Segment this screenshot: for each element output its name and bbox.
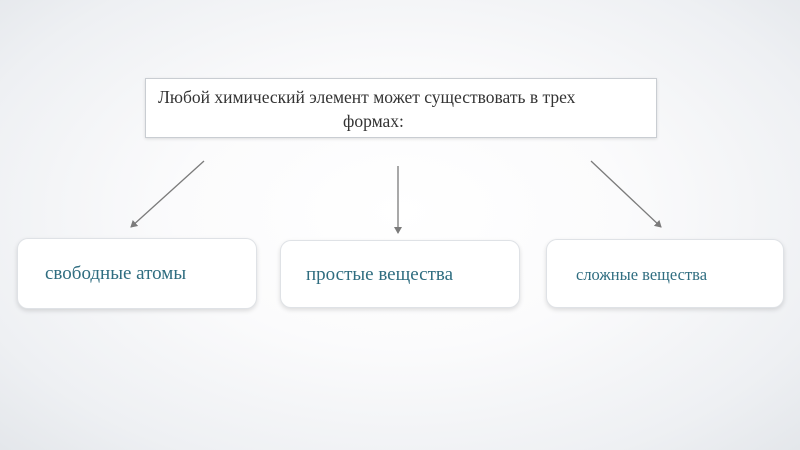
card-label-free-atoms: свободные атомы	[45, 263, 187, 284]
arrow-to-free-atoms	[130, 160, 205, 228]
title-box: Любой химический элемент может существов…	[145, 78, 657, 138]
arrow-to-complex-substances	[590, 160, 662, 228]
card-complex-substances: сложные вещества	[546, 239, 784, 308]
card-label-complex-substances: сложные вещества	[576, 265, 708, 284]
title-line-2: формах:	[343, 111, 404, 131]
card-free-atoms: свободные атомы	[17, 238, 257, 309]
card-simple-substances: простые вещества	[280, 240, 520, 308]
title-line-1: Любой химический элемент может существов…	[158, 87, 576, 107]
card-label-simple-substances: простые вещества	[306, 264, 454, 285]
